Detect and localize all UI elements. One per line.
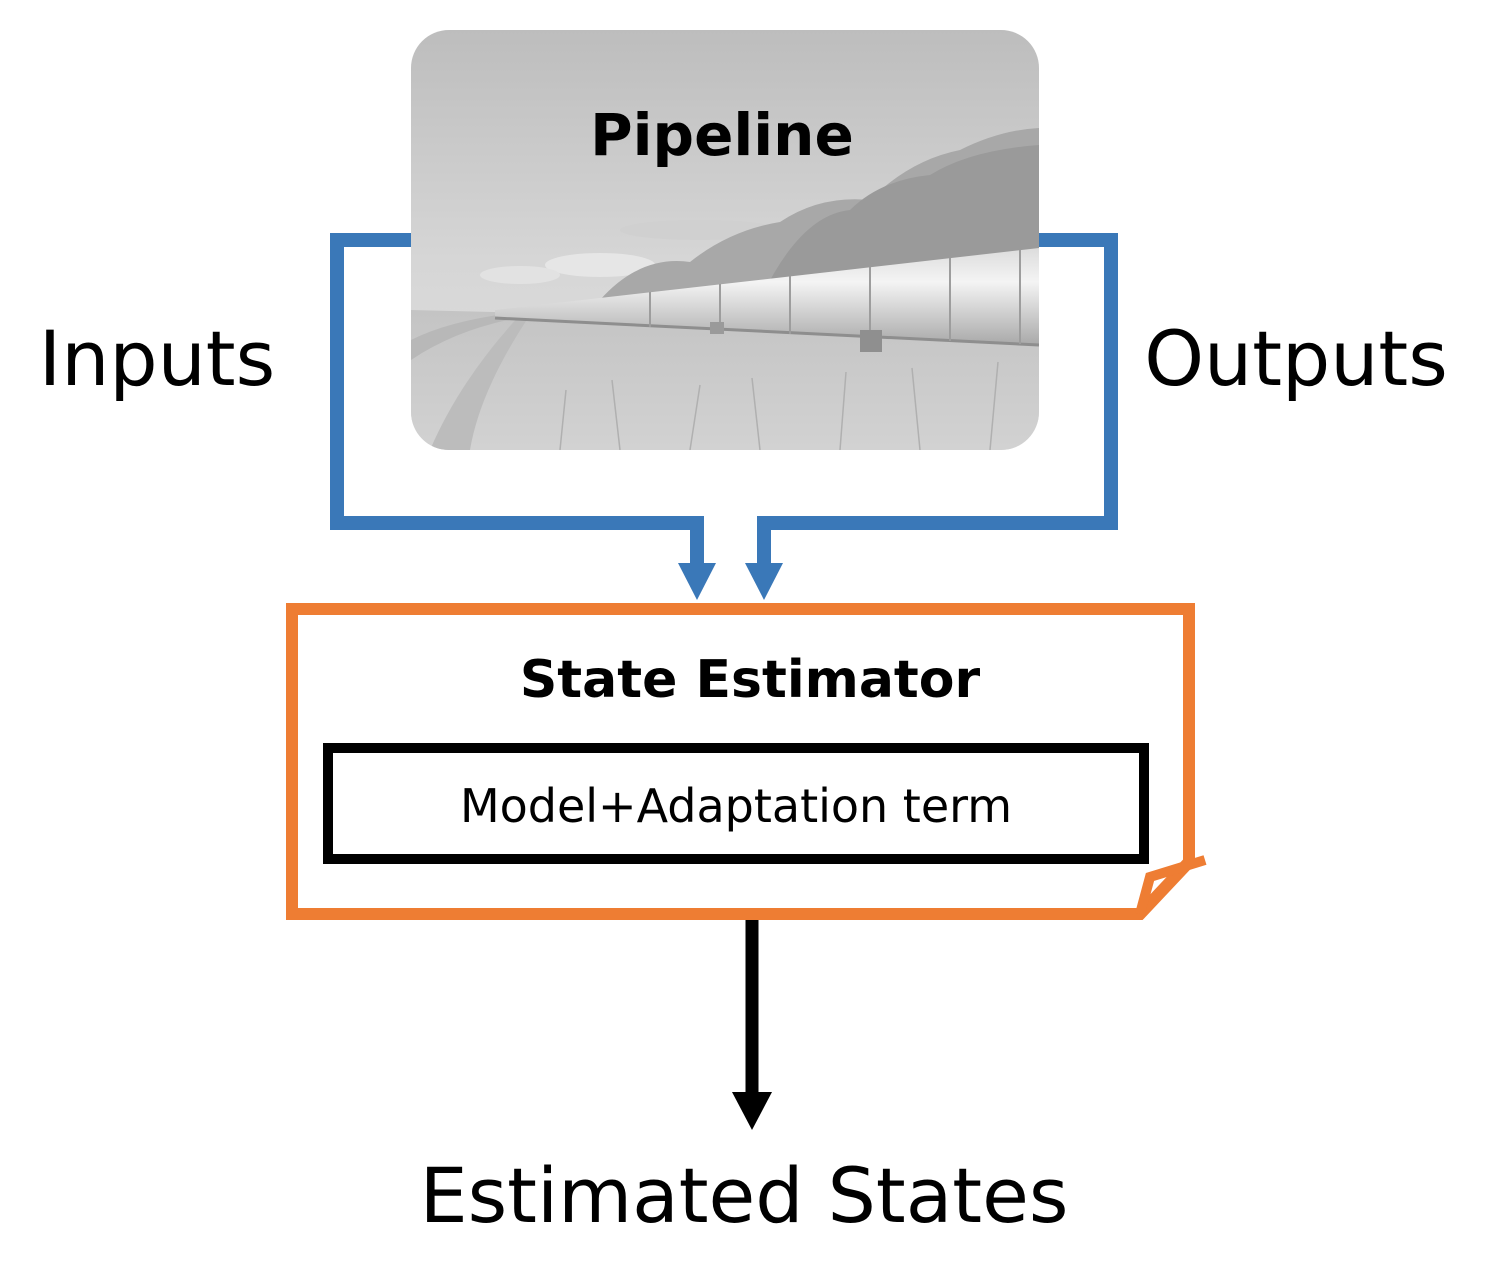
state-estimator-title: State Estimator xyxy=(520,650,981,710)
inputs-connector xyxy=(330,233,716,600)
estimated-states-arrowhead xyxy=(732,1092,772,1130)
estimated-states-connector xyxy=(732,920,772,1130)
model-adaptation-box xyxy=(323,743,1149,864)
outputs-connector xyxy=(745,233,1118,600)
pipeline-title: Pipeline xyxy=(590,101,854,169)
outputs-arrowhead xyxy=(745,563,783,600)
pipeline-photo xyxy=(411,30,1039,450)
model-adaptation-label: Model+Adaptation term xyxy=(460,779,1012,833)
folded-corner xyxy=(1135,855,1207,916)
inputs-arrowhead xyxy=(678,563,716,600)
estimated-states-label: Estimated States xyxy=(420,1151,1069,1240)
state-estimator-block: State Estimator Model+Adaptation term xyxy=(286,603,1207,920)
outputs-label: Outputs xyxy=(1144,314,1448,403)
inputs-label: Inputs xyxy=(39,314,275,403)
pipeline-block: Pipeline xyxy=(411,30,1039,450)
